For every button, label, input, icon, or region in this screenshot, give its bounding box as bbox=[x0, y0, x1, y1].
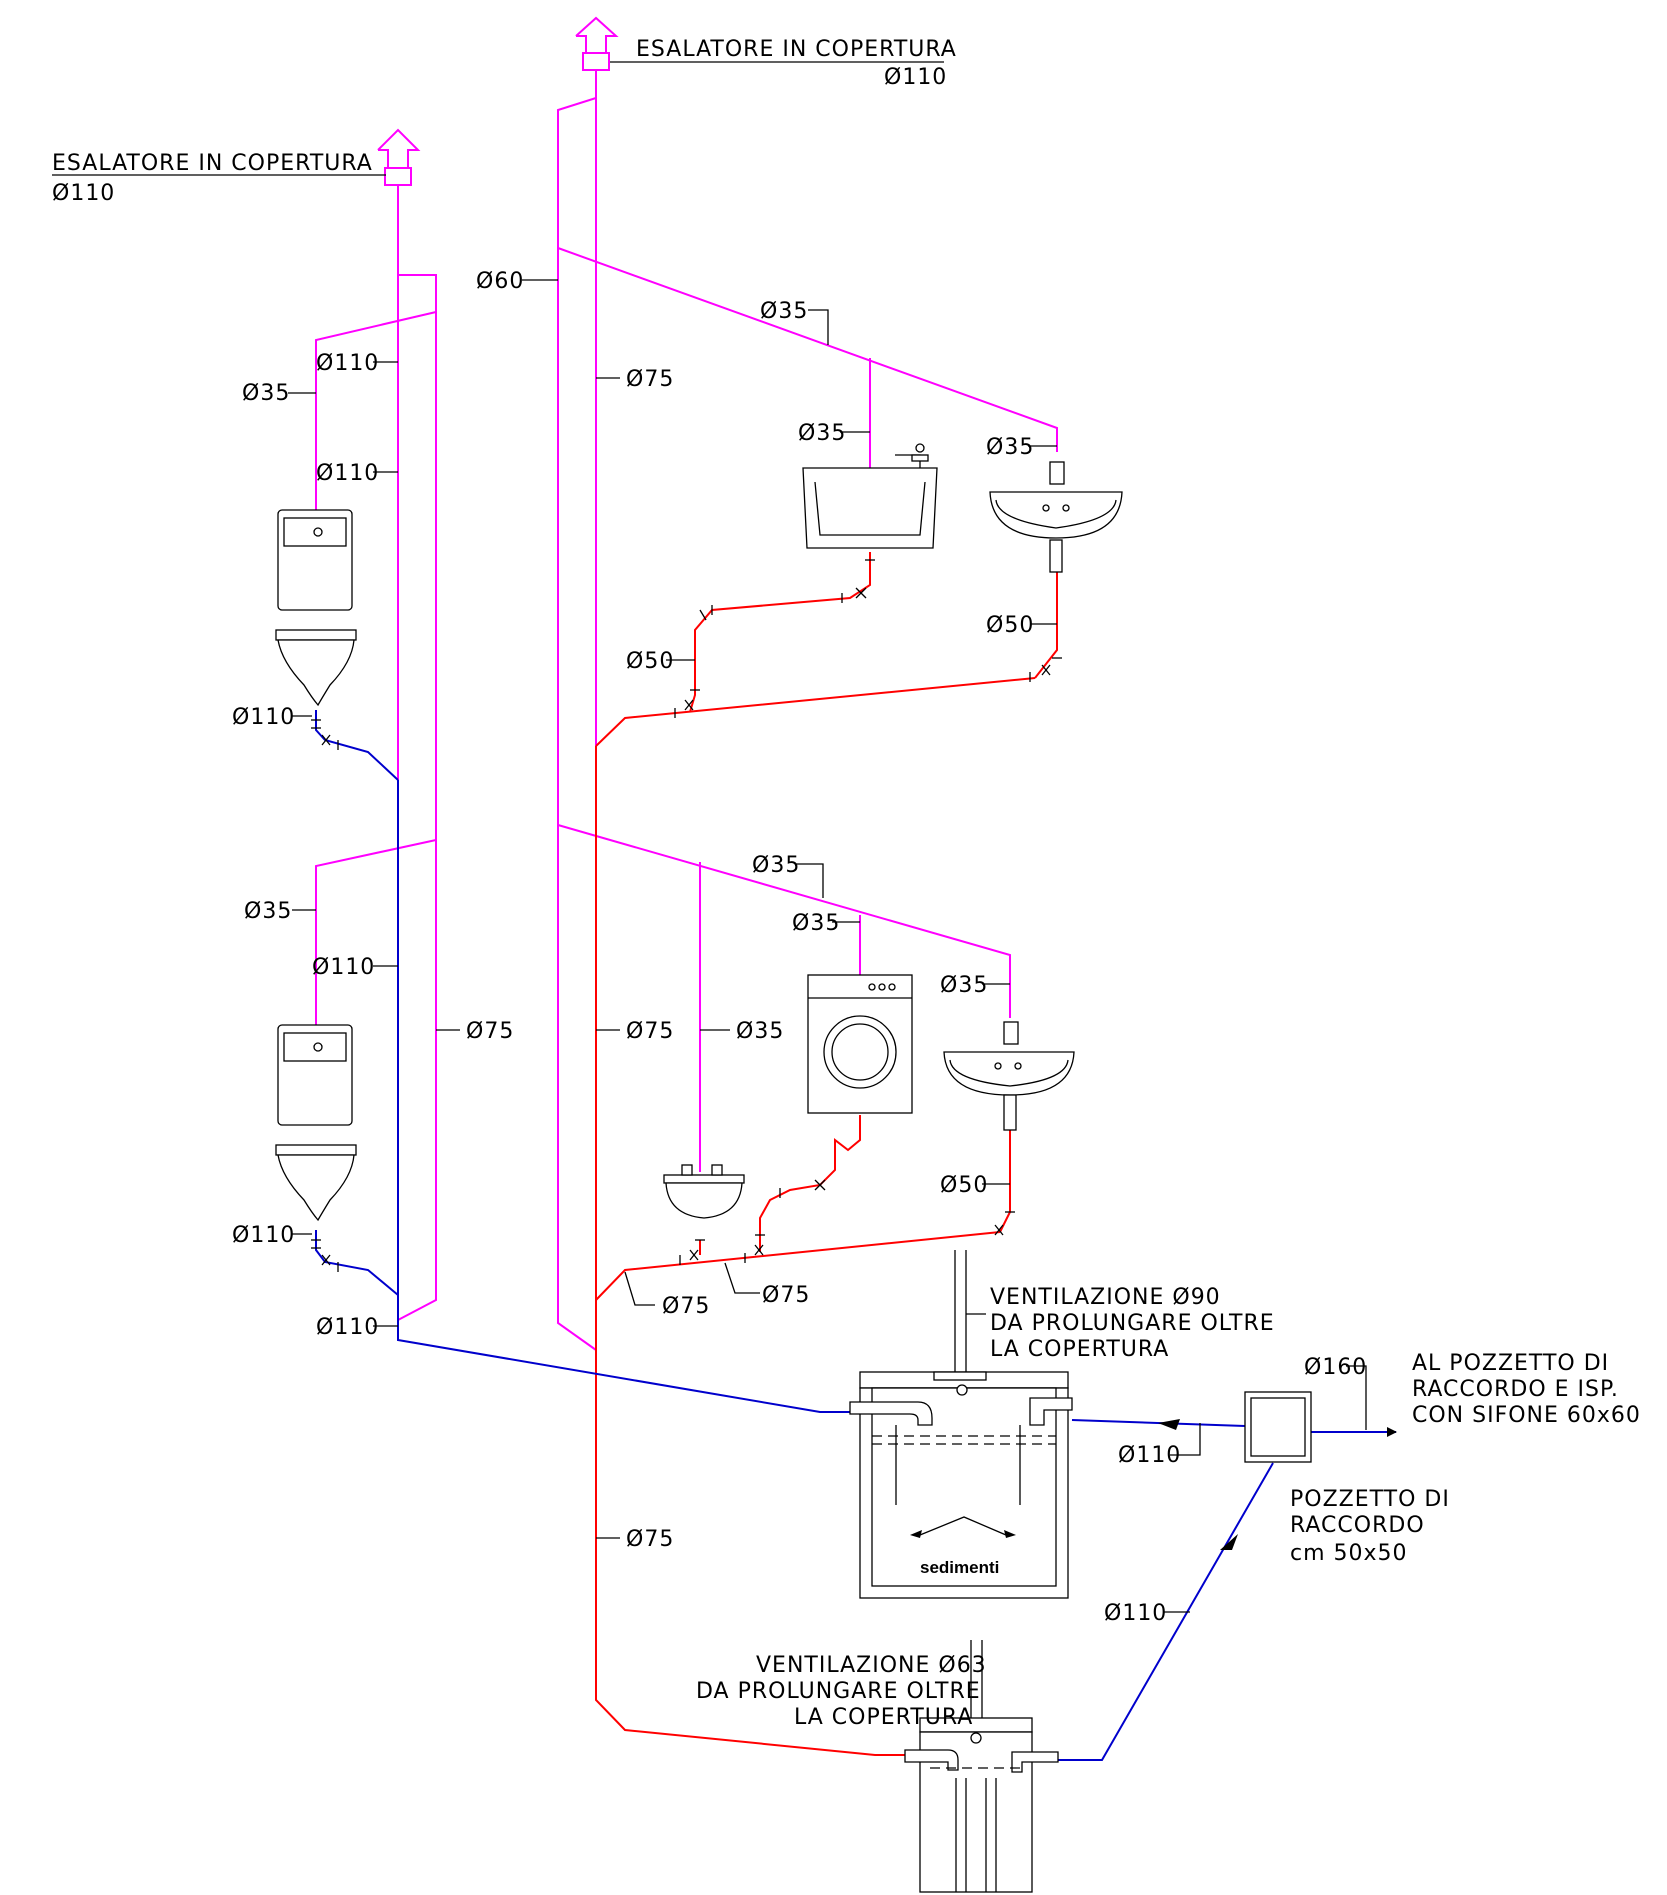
kitchen-sink-icon bbox=[802, 443, 938, 549]
grease-trap-icon bbox=[904, 1640, 1059, 1893]
septic-tank-icon bbox=[849, 1250, 1073, 1599]
leader-lines bbox=[52, 61, 1367, 1613]
wall-toilet-icon bbox=[275, 1144, 357, 1222]
vent63-label: VENTILAZIONE Ø63 bbox=[756, 1653, 987, 1678]
diameter-label: Ø35 bbox=[244, 899, 292, 924]
diameter-label: Ø35 bbox=[242, 381, 290, 406]
diameter-label: Ø35 bbox=[792, 911, 840, 936]
diameter-label: Ø50 bbox=[626, 649, 674, 674]
diameter-label: Ø75 bbox=[662, 1294, 710, 1319]
diameter-label: Ø110 bbox=[1104, 1601, 1167, 1626]
pit-label: cm 50x50 bbox=[1290, 1541, 1408, 1566]
wc-cistern-icon bbox=[277, 509, 353, 611]
washing-machine-icon bbox=[807, 974, 913, 1114]
outlet-label: RACCORDO E ISP. bbox=[1412, 1377, 1619, 1402]
diameter-label: Ø75 bbox=[466, 1019, 514, 1044]
diameter-label: Ø110 bbox=[1118, 1443, 1181, 1468]
washbasin-icon bbox=[943, 1021, 1075, 1131]
diameter-label: Ø35 bbox=[940, 973, 988, 998]
pit-label: RACCORDO bbox=[1290, 1513, 1425, 1538]
diameter-label: Ø110 bbox=[312, 955, 375, 980]
roof-vent-icon bbox=[377, 128, 421, 186]
vent63-label: DA PROLUNGARE OLTRE bbox=[696, 1679, 981, 1704]
diameter-label: Ø75 bbox=[626, 1527, 674, 1552]
pipe-joint-marks bbox=[311, 559, 1062, 1272]
diameter-label: Ø110 bbox=[232, 705, 295, 730]
roof-vent-icon bbox=[575, 16, 619, 71]
wc-cistern-icon bbox=[277, 1024, 353, 1126]
inspection-pit-icon bbox=[1244, 1391, 1312, 1463]
vent90-label: VENTILAZIONE Ø90 bbox=[990, 1285, 1221, 1310]
diameter-label: Ø35 bbox=[986, 435, 1034, 460]
esalatore-left-label: ESALATORE IN COPERTURA bbox=[52, 151, 373, 176]
vent-pipes bbox=[315, 70, 1058, 1351]
diameter-label: Ø110 bbox=[232, 1223, 295, 1248]
esalatore-left-diameter: Ø110 bbox=[52, 181, 115, 206]
vent90-label: DA PROLUNGARE OLTRE bbox=[990, 1311, 1275, 1336]
outlet-label: AL POZZETTO DI bbox=[1412, 1351, 1609, 1376]
esalatore-center-diameter: Ø110 bbox=[884, 65, 947, 90]
diameter-label: Ø50 bbox=[986, 613, 1034, 638]
diameter-label: Ø35 bbox=[760, 299, 808, 324]
diameter-label: Ø75 bbox=[626, 367, 674, 392]
diameter-label: Ø110 bbox=[316, 1315, 379, 1340]
diameter-label: Ø75 bbox=[762, 1283, 810, 1308]
small-basin-icon bbox=[663, 1164, 745, 1219]
diameter-label: Ø110 bbox=[316, 351, 379, 376]
diameter-label: Ø60 bbox=[476, 269, 524, 294]
outlet-label: CON SIFONE 60x60 bbox=[1412, 1403, 1641, 1428]
vent90-label: LA COPERTURA bbox=[990, 1337, 1169, 1362]
esalatore-center-label: ESALATORE IN COPERTURA bbox=[636, 37, 957, 62]
black-water-pipes bbox=[315, 710, 1397, 1761]
labels: ESALATORE IN COPERTURA Ø110 ESALATORE IN… bbox=[52, 37, 1641, 1730]
diameter-label: Ø75 bbox=[626, 1019, 674, 1044]
diameter-label: Ø50 bbox=[940, 1173, 988, 1198]
flow-arrow-icon bbox=[1158, 1419, 1238, 1550]
sediment-label: sedimenti bbox=[920, 1558, 999, 1577]
diameter-label: Ø160 bbox=[1304, 1355, 1367, 1380]
diameter-label: Ø35 bbox=[736, 1019, 784, 1044]
diameter-label: Ø35 bbox=[798, 421, 846, 446]
diameter-label: Ø35 bbox=[752, 853, 800, 878]
vent63-label: LA COPERTURA bbox=[794, 1705, 973, 1730]
wall-toilet-icon bbox=[275, 629, 357, 707]
diameter-label: Ø110 bbox=[316, 461, 379, 486]
washbasin-icon bbox=[989, 461, 1123, 573]
pit-label: POZZETTO DI bbox=[1290, 1487, 1450, 1512]
